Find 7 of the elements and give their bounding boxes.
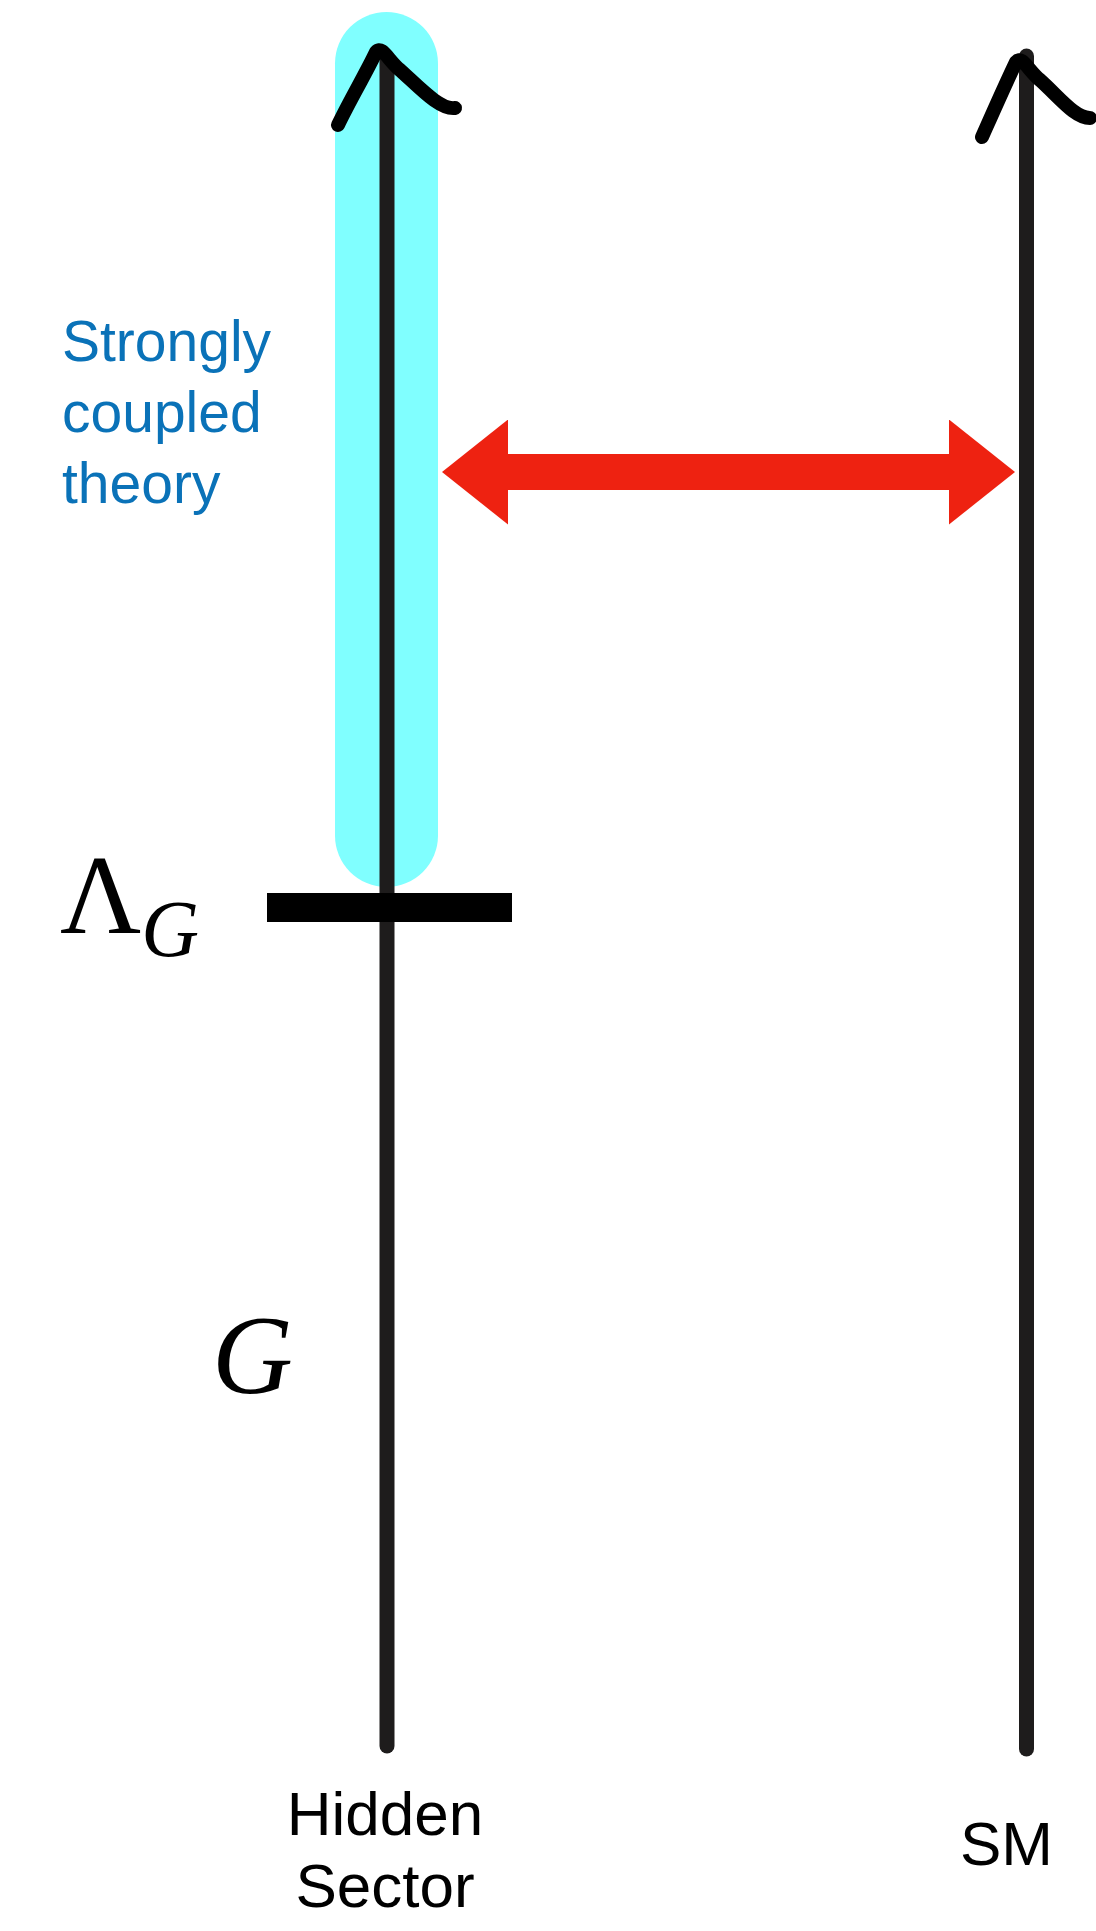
axis-label: Hidden Sector	[285, 1778, 485, 1922]
scale-label: Λ$_{G}$	[60, 832, 199, 976]
group-label: G	[212, 1295, 293, 1415]
band-caption: Strongly coupled theory	[62, 308, 273, 517]
energy-axis	[1019, 50, 1034, 1755]
axis-label: SM	[960, 1808, 1053, 1880]
double-arrow	[442, 419, 1015, 525]
